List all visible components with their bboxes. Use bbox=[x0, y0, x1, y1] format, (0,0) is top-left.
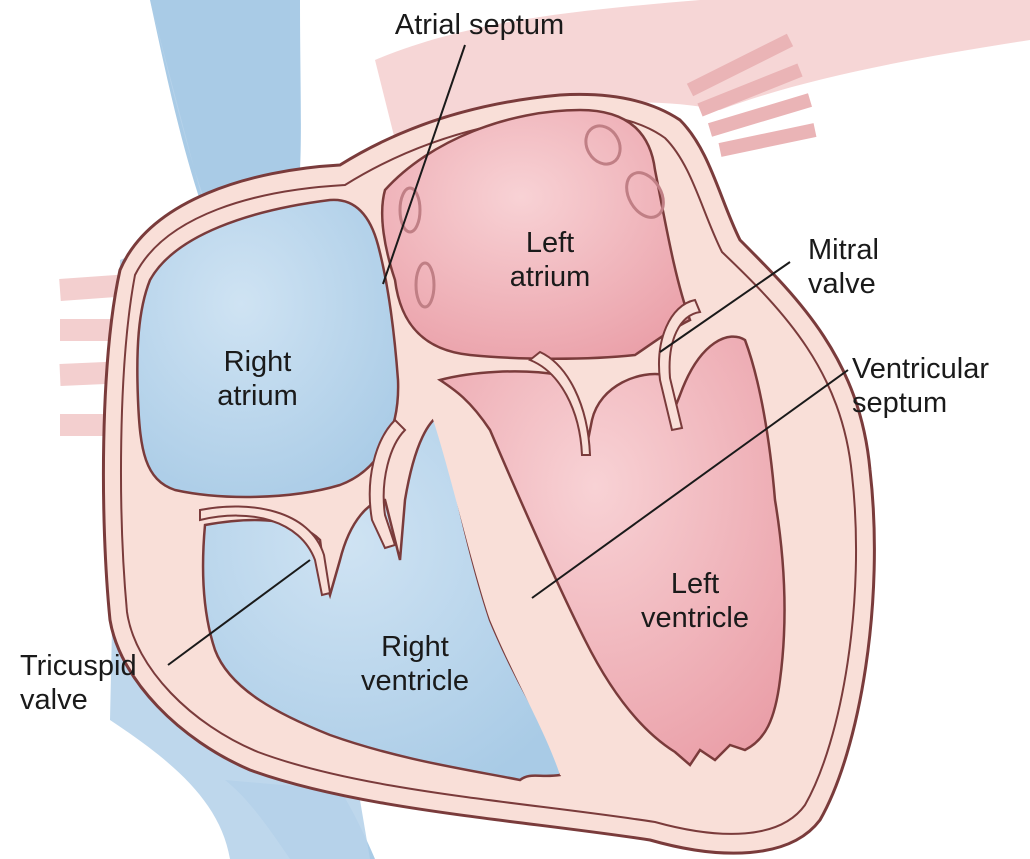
mitral-valve-line-2: valve bbox=[808, 267, 918, 301]
right-atrium-line-2: atrium bbox=[195, 379, 320, 413]
label-right-atrium: Right atrium bbox=[195, 345, 320, 413]
label-left-ventricle: Left ventricle bbox=[610, 567, 780, 635]
tricuspid-valve-line-2: valve bbox=[20, 683, 180, 717]
right-ventricle-line-2: ventricle bbox=[335, 664, 495, 698]
label-atrial-septum: Atrial septum bbox=[372, 8, 587, 42]
left-ventricle-line-1: Left bbox=[610, 567, 780, 601]
label-mitral-valve: Mitral valve bbox=[808, 233, 918, 301]
atrial-septum-text: Atrial septum bbox=[395, 9, 564, 41]
label-tricuspid-valve: Tricuspid valve bbox=[20, 649, 180, 717]
tricuspid-valve-line-1: Tricuspid bbox=[20, 649, 180, 683]
mitral-valve-line-1: Mitral bbox=[808, 233, 918, 267]
ventricular-septum-line-1: Ventricular bbox=[852, 352, 1027, 386]
label-right-ventricle: Right ventricle bbox=[335, 630, 495, 698]
left-atrium-line-1: Left bbox=[495, 226, 605, 260]
ventricular-septum-line-2: septum bbox=[852, 386, 1027, 420]
left-atrium-line-2: atrium bbox=[495, 260, 605, 294]
left-ventricle-line-2: ventricle bbox=[610, 601, 780, 635]
right-ventricle-line-1: Right bbox=[335, 630, 495, 664]
label-left-atrium: Left atrium bbox=[495, 226, 605, 294]
right-atrium-line-1: Right bbox=[195, 345, 320, 379]
label-ventricular-septum: Ventricular septum bbox=[852, 352, 1027, 420]
